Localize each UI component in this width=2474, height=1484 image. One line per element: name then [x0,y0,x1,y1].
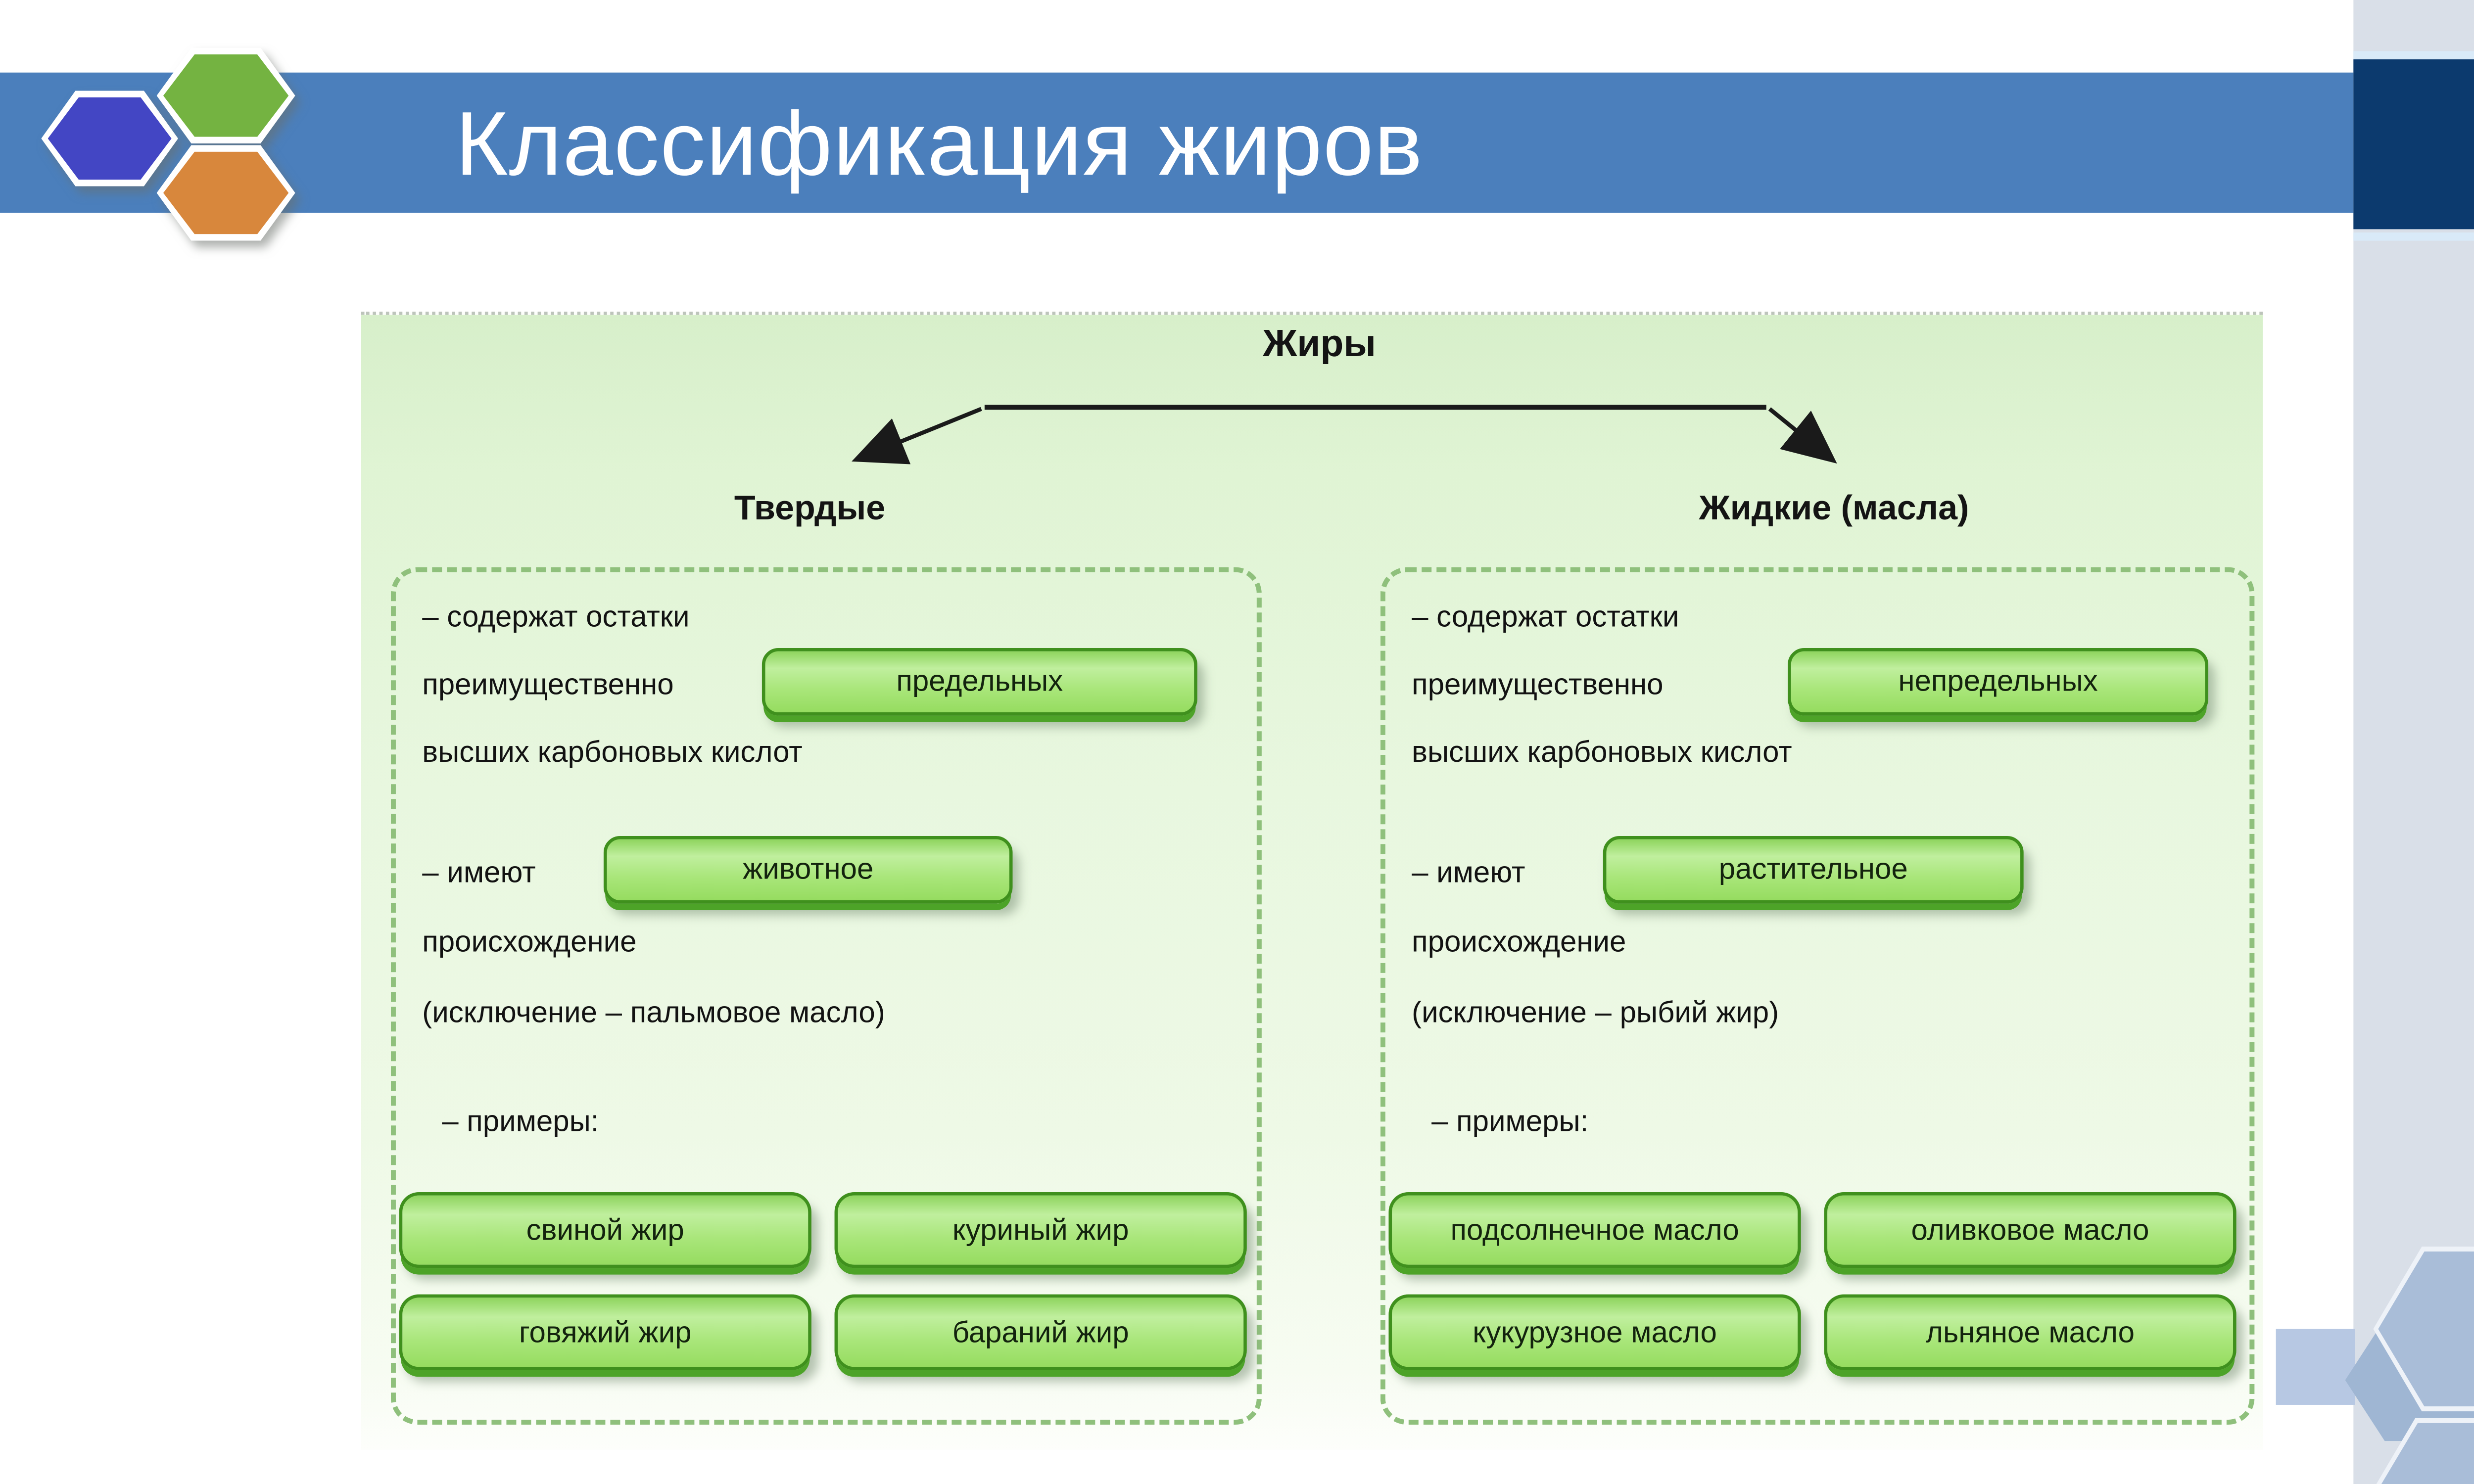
line-exception: (исключение – рыбий жир) [1412,996,1779,1029]
chip-saturation: предельных [761,648,1197,716]
line-origin: происхождение [1412,925,1626,958]
example-chip: бараний жир [834,1294,1247,1370]
examples-label: – примеры: [1431,1105,1589,1138]
slide-title: Классификация жиров [455,92,1424,195]
chip-origin: растительное [1603,835,2024,904]
line-higher-acids: высших карбоновых кислот [1412,735,1792,769]
header-bar [0,72,2354,213]
example-chip: говяжий жир [399,1294,811,1370]
example-chip: льняное масло [1824,1294,2236,1370]
sidebar-accent-strip-bottom [2353,232,2474,241]
example-chip: кукурузное масло [1388,1294,1801,1370]
diagram-panel: Жиры Твердые Жидкие (масла) – содержат о… [361,311,2263,1449]
example-chip: свиной жир [399,1192,811,1268]
line-predominantly: преимущественно [422,667,674,701]
line-contains-residues: – содержат остатки [422,600,690,633]
decor-square [2276,1329,2355,1405]
header-accent-block [2353,59,2474,230]
logo-hexagon-orange-icon [156,145,295,241]
branch-arrows [852,405,1837,464]
liquid-fats-box: – содержат остатки преимущественно непре… [1380,567,2255,1425]
decor-hexagon-lower-icon [2366,1418,2474,1484]
line-exception: (исключение – пальмовое масло) [422,996,885,1029]
hexagon-fill [2371,1423,2474,1484]
solid-fats-box: – содержат остатки преимущественно преде… [390,567,1262,1425]
hexagon-fill [2378,1251,2474,1407]
example-chip: подсолнечное масло [1388,1192,1801,1268]
chip-origin: животное [603,835,1013,904]
decor-hexagon-upper-icon [2373,1246,2474,1412]
line-predominantly: преимущественно [1412,667,1664,701]
line-have: – имеют [1412,855,1525,889]
chip-saturation: непредельных [1788,648,2209,716]
examples-label: – примеры: [442,1105,599,1138]
line-have: – имеют [422,855,536,889]
branch-heading-solid: Твердые [734,489,886,528]
logo-hexagon-blue-icon [41,91,178,186]
example-chip: куриный жир [834,1192,1247,1268]
line-higher-acids: высших карбоновых кислот [422,735,803,769]
root-node-label: Жиры [1263,321,1376,365]
line-origin: происхождение [422,925,637,958]
example-chip: оливковое масло [1824,1192,2236,1268]
line-contains-residues: – содержат остатки [1412,600,1679,633]
right-sidebar [2353,0,2474,1484]
branch-heading-liquid: Жидкие (масла) [1699,489,1969,528]
sidebar-accent-strip-top [2353,51,2474,59]
logo-hexagon-green-icon [156,47,295,143]
